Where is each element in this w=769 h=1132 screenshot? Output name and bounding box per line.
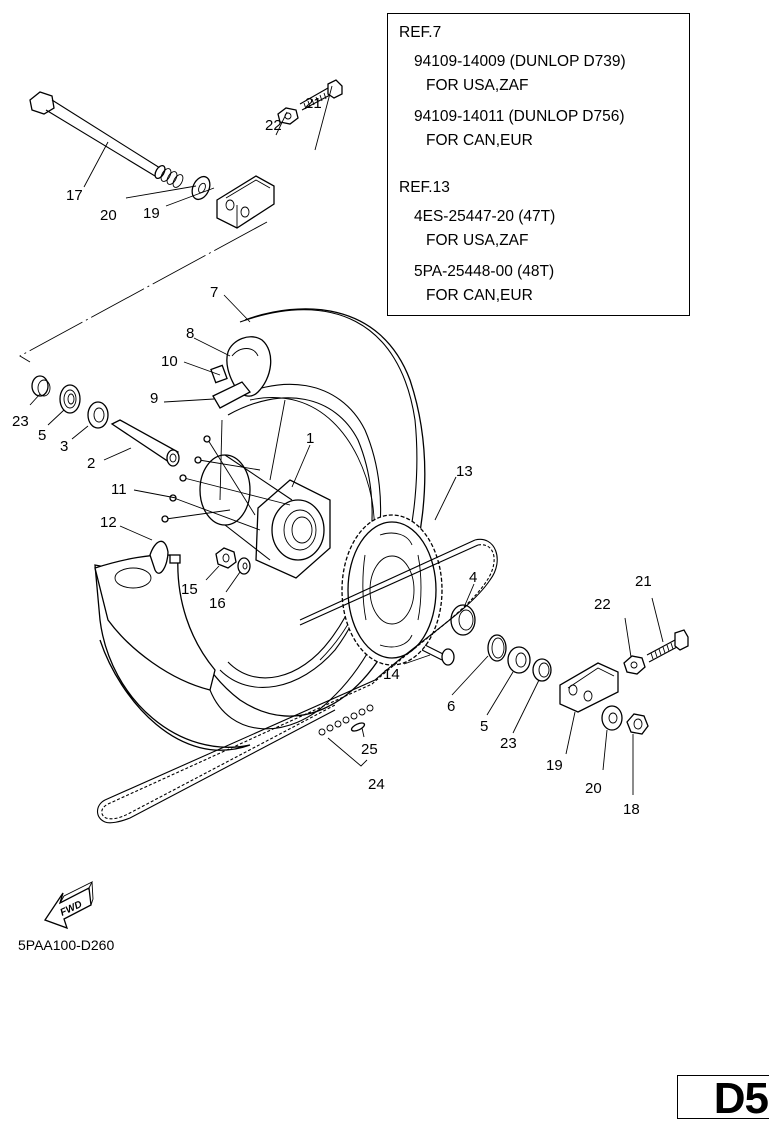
callout-6: 6 — [447, 698, 455, 715]
rim-band-part — [212, 381, 251, 409]
callout-24: 24 — [368, 776, 385, 793]
callout-23-right: 23 — [500, 735, 517, 752]
callout-9: 9 — [150, 390, 158, 407]
callout-23: 23 — [12, 413, 29, 430]
bolt-part — [299, 79, 343, 111]
bolt-part — [646, 629, 689, 663]
valve-part — [210, 364, 228, 384]
washer-part — [237, 557, 251, 575]
callout-8: 8 — [186, 325, 194, 342]
callout-labels: 21 22 17 20 19 7 8 10 9 23 5 3 2 1 11 12… — [12, 95, 652, 818]
sprocket-bolt-part — [421, 644, 455, 666]
callout-17: 17 — [66, 187, 83, 204]
callout-19: 19 — [143, 205, 160, 222]
nut-part — [215, 547, 237, 569]
spokes-part — [161, 399, 291, 531]
collar-part — [532, 658, 552, 682]
callout-13: 13 — [456, 463, 473, 480]
callout-2: 2 — [87, 455, 95, 472]
callout-18: 18 — [623, 801, 640, 818]
sprocket-part — [341, 514, 443, 666]
chain-joint-part — [350, 722, 366, 732]
callout-20: 20 — [100, 207, 117, 224]
callout-15: 15 — [181, 581, 198, 598]
callout-16: 16 — [209, 595, 226, 612]
ref-part-number: 94109-14011 (DUNLOP D756) — [414, 108, 625, 125]
callout-7: 7 — [210, 284, 218, 301]
nut-part — [623, 655, 646, 675]
callout-1: 1 — [306, 430, 314, 447]
callout-11: 11 — [111, 481, 127, 498]
callout-10: 10 — [161, 353, 178, 370]
ref-part-number: 94109-14009 (DUNLOP D739) — [414, 53, 626, 70]
leader-lines — [29, 85, 664, 795]
callout-25: 25 — [361, 741, 378, 758]
diagram-code: 5PAA100-D260 — [18, 937, 115, 953]
ref-heading: REF.7 — [399, 24, 442, 41]
callout-22-right: 22 — [594, 596, 611, 613]
page-id-box: D5 — [677, 1074, 769, 1123]
callout-21-right: 21 — [635, 573, 652, 590]
callout-4: 4 — [469, 569, 477, 586]
washer-part — [191, 175, 211, 201]
reference-notes-box: REF.7 94109-14009 (DUNLOP D739) FOR USA,… — [387, 13, 690, 316]
chain-links — [318, 704, 374, 736]
forward-arrow-icon: FWD — [44, 880, 94, 930]
chain-adjuster-part — [216, 175, 275, 229]
hub-part — [199, 454, 331, 579]
callout-5: 5 — [38, 427, 46, 444]
ref-heading: REF.13 — [399, 179, 450, 196]
callout-12: 12 — [100, 514, 117, 531]
ref-part-number: 4ES-25447-20 (47T) — [414, 208, 556, 225]
page-id: D5 — [713, 1074, 769, 1123]
callout-3: 3 — [60, 438, 68, 455]
axle-part — [29, 91, 184, 188]
washer-part — [601, 705, 623, 731]
bearing-part — [450, 604, 476, 636]
collar-part — [31, 375, 51, 397]
bearing-part — [59, 384, 81, 414]
callout-22: 22 — [265, 117, 282, 134]
chain-adjuster-part — [559, 662, 619, 713]
oil-seal-part — [507, 646, 531, 674]
spacer-part — [110, 419, 180, 467]
rim-lock-part — [114, 540, 181, 589]
axle-nut-part — [626, 713, 649, 735]
ref-region: FOR CAN,EUR — [426, 132, 533, 149]
tube-part — [226, 336, 272, 397]
ref-region: FOR USA,ZAF — [426, 77, 529, 94]
bearing-part — [87, 401, 109, 429]
callout-5-right: 5 — [480, 718, 488, 735]
callout-20-right: 20 — [585, 780, 602, 797]
chain-part — [96, 538, 498, 824]
callout-14: 14 — [383, 666, 400, 683]
callout-19-right: 19 — [546, 757, 563, 774]
circlip-part — [487, 634, 507, 662]
ref-region: FOR CAN,EUR — [426, 287, 533, 304]
ref-region: FOR USA,ZAF — [426, 232, 529, 249]
ref-part-number: 5PA-25448-00 (48T) — [414, 263, 555, 280]
callout-21: 21 — [305, 95, 322, 112]
